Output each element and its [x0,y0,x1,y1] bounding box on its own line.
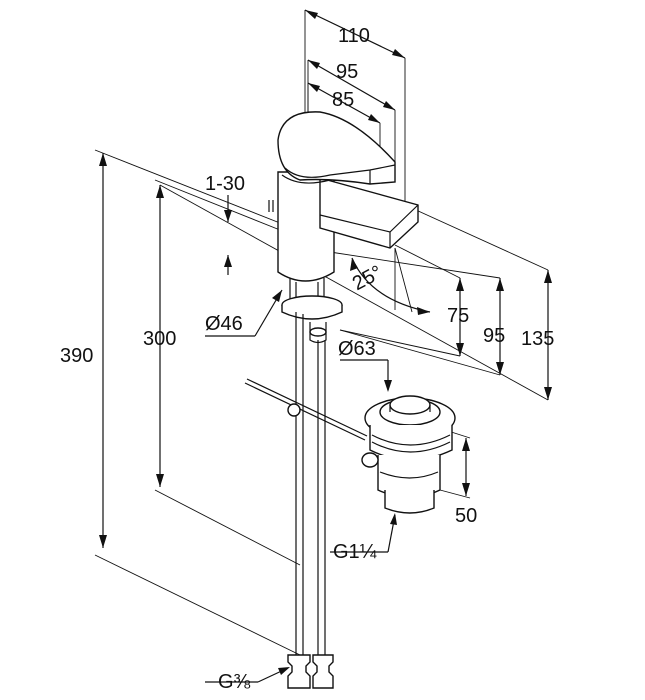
dimension-labels: 110 95 85 1-30 25° 75 95 135 390 300 Ø46… [60,25,554,693]
dimension-lines [94,9,552,683]
dim-95-right-label: 95 [483,325,505,347]
dim-diameter-46-label: Ø46 [205,313,243,335]
dim-75-label: 75 [447,305,469,327]
dim-diameter-63-label: Ø63 [338,338,376,360]
dim-390-label: 390 [60,345,93,367]
thread-g38-label: G⅜ [218,671,251,693]
dim-300-label: 300 [143,328,176,350]
dim-95-top-label: 95 [336,61,358,83]
dim-50-label: 50 [455,505,477,527]
waste-fitting [361,395,456,514]
dim-85-label: 85 [332,89,354,111]
dim-1-30-label: 1-30 [205,173,245,195]
dim-110-label: 110 [338,25,370,47]
dim-135-label: 135 [521,328,554,350]
thread-g114-label: G1¼ [333,541,377,563]
faucet-body [244,111,419,689]
